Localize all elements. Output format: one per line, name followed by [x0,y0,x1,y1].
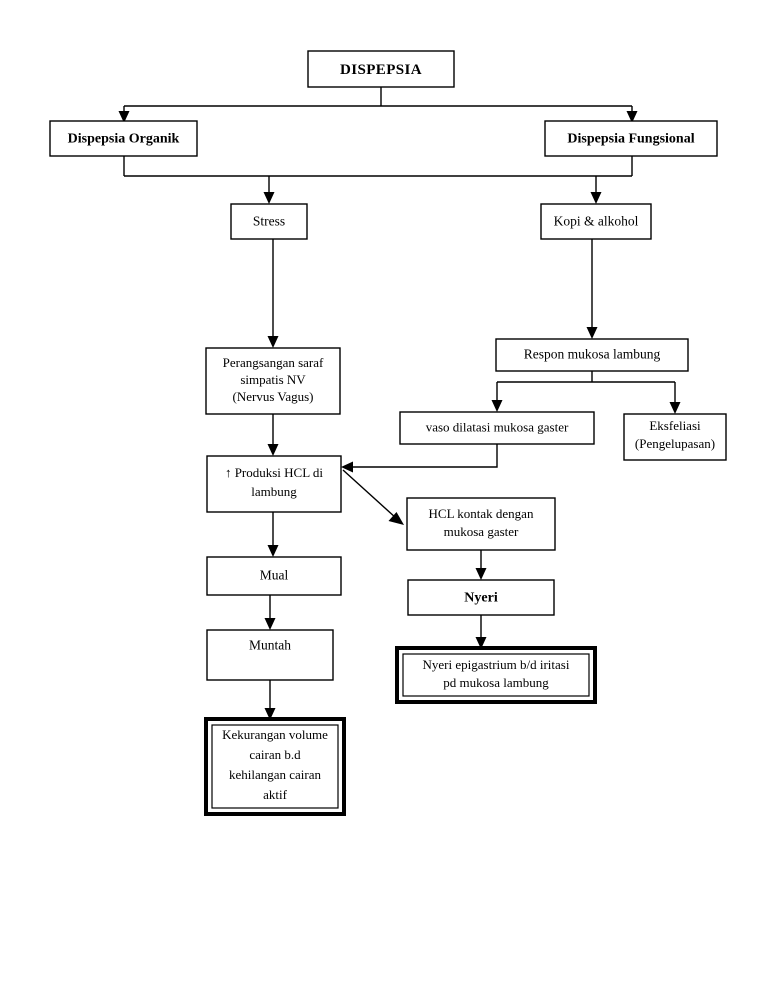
arrowhead-mual [267,545,279,557]
node-perangsangan-saraf-box [205,347,341,415]
node-hcl-kontak-box [406,497,556,551]
arrowhead-vaso [491,400,503,412]
node-mual[interactable]: Mual [206,556,342,596]
node-kopi-alkohol[interactable]: Kopi & alkohol [540,203,652,240]
node-eksfeliasi-line1: Eksfeliasi [649,418,701,433]
node-vaso-dilatasi-box [399,411,595,445]
node-vaso-dilatasi[interactable]: vaso dilatasi mukosa gaster [399,411,595,445]
node-produksi-hcl-line1: ↑ Produksi HCL di [225,465,323,480]
node-dispepsia-organik-label: Dispepsia Organik [68,132,180,147]
node-muntah-label: Muntah [249,638,291,653]
node-nyeri-epigastrium[interactable]: Nyeri epigastrium b/d iritasi pd mukosa … [395,646,597,704]
arrowhead-organik [118,111,130,123]
node-nyeri-epigastrium-line2: pd mukosa lambung [443,675,549,690]
arrowhead-kopi [590,192,602,204]
node-kekurangan-volume-line4: aktif [263,787,287,802]
node-eksfeliasi-box [623,413,727,461]
node-hcl-kontak[interactable]: HCL kontak dengan mukosa gaster [406,497,556,551]
connector-layer [118,87,681,720]
node-nyeri-epigastrium-inner [402,653,590,697]
arrowhead-hcl-kontak [388,512,404,525]
node-perangsangan-saraf[interactable]: Perangsangan saraf simpatis NV (Nervus V… [205,347,341,415]
node-respon-mukosa-lambung-box [495,338,689,372]
node-produksi-hcl-box [206,455,342,513]
node-produksi-hcl[interactable]: ↑ Produksi HCL di lambung [206,455,342,513]
node-hcl-kontak-line1: HCL kontak dengan [429,506,534,521]
node-dispepsia-label: DISPEPSIA [340,62,422,78]
arrowhead-muntah [264,618,276,630]
edge-hcl-kontak-diagonal [342,469,397,519]
node-dispepsia-fungsional-label: Dispepsia Fungsional [567,132,694,147]
node-mual-box [206,556,342,596]
node-nyeri-epigastrium-line1: Nyeri epigastrium b/d iritasi [423,657,570,672]
node-perangsangan-saraf-line2: simpatis NV [240,372,306,387]
node-dispepsia-fungsional[interactable]: Dispepsia Fungsional [544,120,718,157]
arrowhead-hcl-left [341,461,353,473]
node-kekurangan-volume-cairan[interactable]: Kekurangan volume cairan b.d kehilangan … [204,717,346,816]
node-mual-label: Mual [260,568,289,583]
node-eksfeliasi-line2: (Pengelupasan) [635,436,715,451]
arrowhead-nyeri-epigastrium [475,637,487,649]
node-respon-mukosa-lambung-label: Respon mukosa lambung [524,347,661,362]
node-dispepsia-fungsional-box [544,120,718,157]
arrowhead-nyeri [475,568,487,580]
node-stress[interactable]: Stress [230,203,308,240]
node-muntah-box [206,629,334,681]
node-dispepsia-box [307,50,455,88]
arrowhead-respon [586,327,598,339]
node-dispepsia-organik[interactable]: Dispepsia Organik [49,120,198,157]
node-perangsangan-saraf-line1: Perangsangan saraf [223,355,324,370]
node-kekurangan-volume-line2: cairan b.d [249,747,301,762]
node-kekurangan-volume-inner [211,724,339,809]
node-eksfeliasi[interactable]: Eksfeliasi (Pengelupasan) [623,413,727,461]
edge-vaso-hcl [351,444,498,468]
arrowhead-stress [263,192,275,204]
node-perangsangan-saraf-line3: (Nervus Vagus) [233,389,314,404]
node-kopi-alkohol-label: Kopi & alkohol [554,214,639,229]
arrowhead-kekurangan-volume [264,708,276,720]
node-dispepsia-organik-box [49,120,198,157]
node-nyeri-label: Nyeri [464,591,498,606]
arrowhead-eksfeliasi [669,402,681,414]
node-hcl-kontak-line2: mukosa gaster [444,524,519,539]
arrowhead-fungsional [626,111,638,123]
arrowhead-produksi-hcl [267,444,279,456]
node-vaso-dilatasi-label: vaso dilatasi mukosa gaster [426,419,569,434]
node-produksi-hcl-line2: lambung [251,484,297,499]
node-nyeri-box [407,579,555,616]
node-respon-mukosa-lambung[interactable]: Respon mukosa lambung [495,338,689,372]
arrowhead-saraf [267,336,279,348]
node-muntah[interactable]: Muntah [206,629,334,681]
node-kekurangan-volume-line1: Kekurangan volume [222,727,328,742]
node-stress-label: Stress [253,214,285,229]
node-kopi-alkohol-box [540,203,652,240]
node-dispepsia[interactable]: DISPEPSIA [307,50,455,88]
node-nyeri[interactable]: Nyeri [407,579,555,616]
node-kekurangan-volume-line3: kehilangan cairan [229,767,322,782]
node-stress-box [230,203,308,240]
